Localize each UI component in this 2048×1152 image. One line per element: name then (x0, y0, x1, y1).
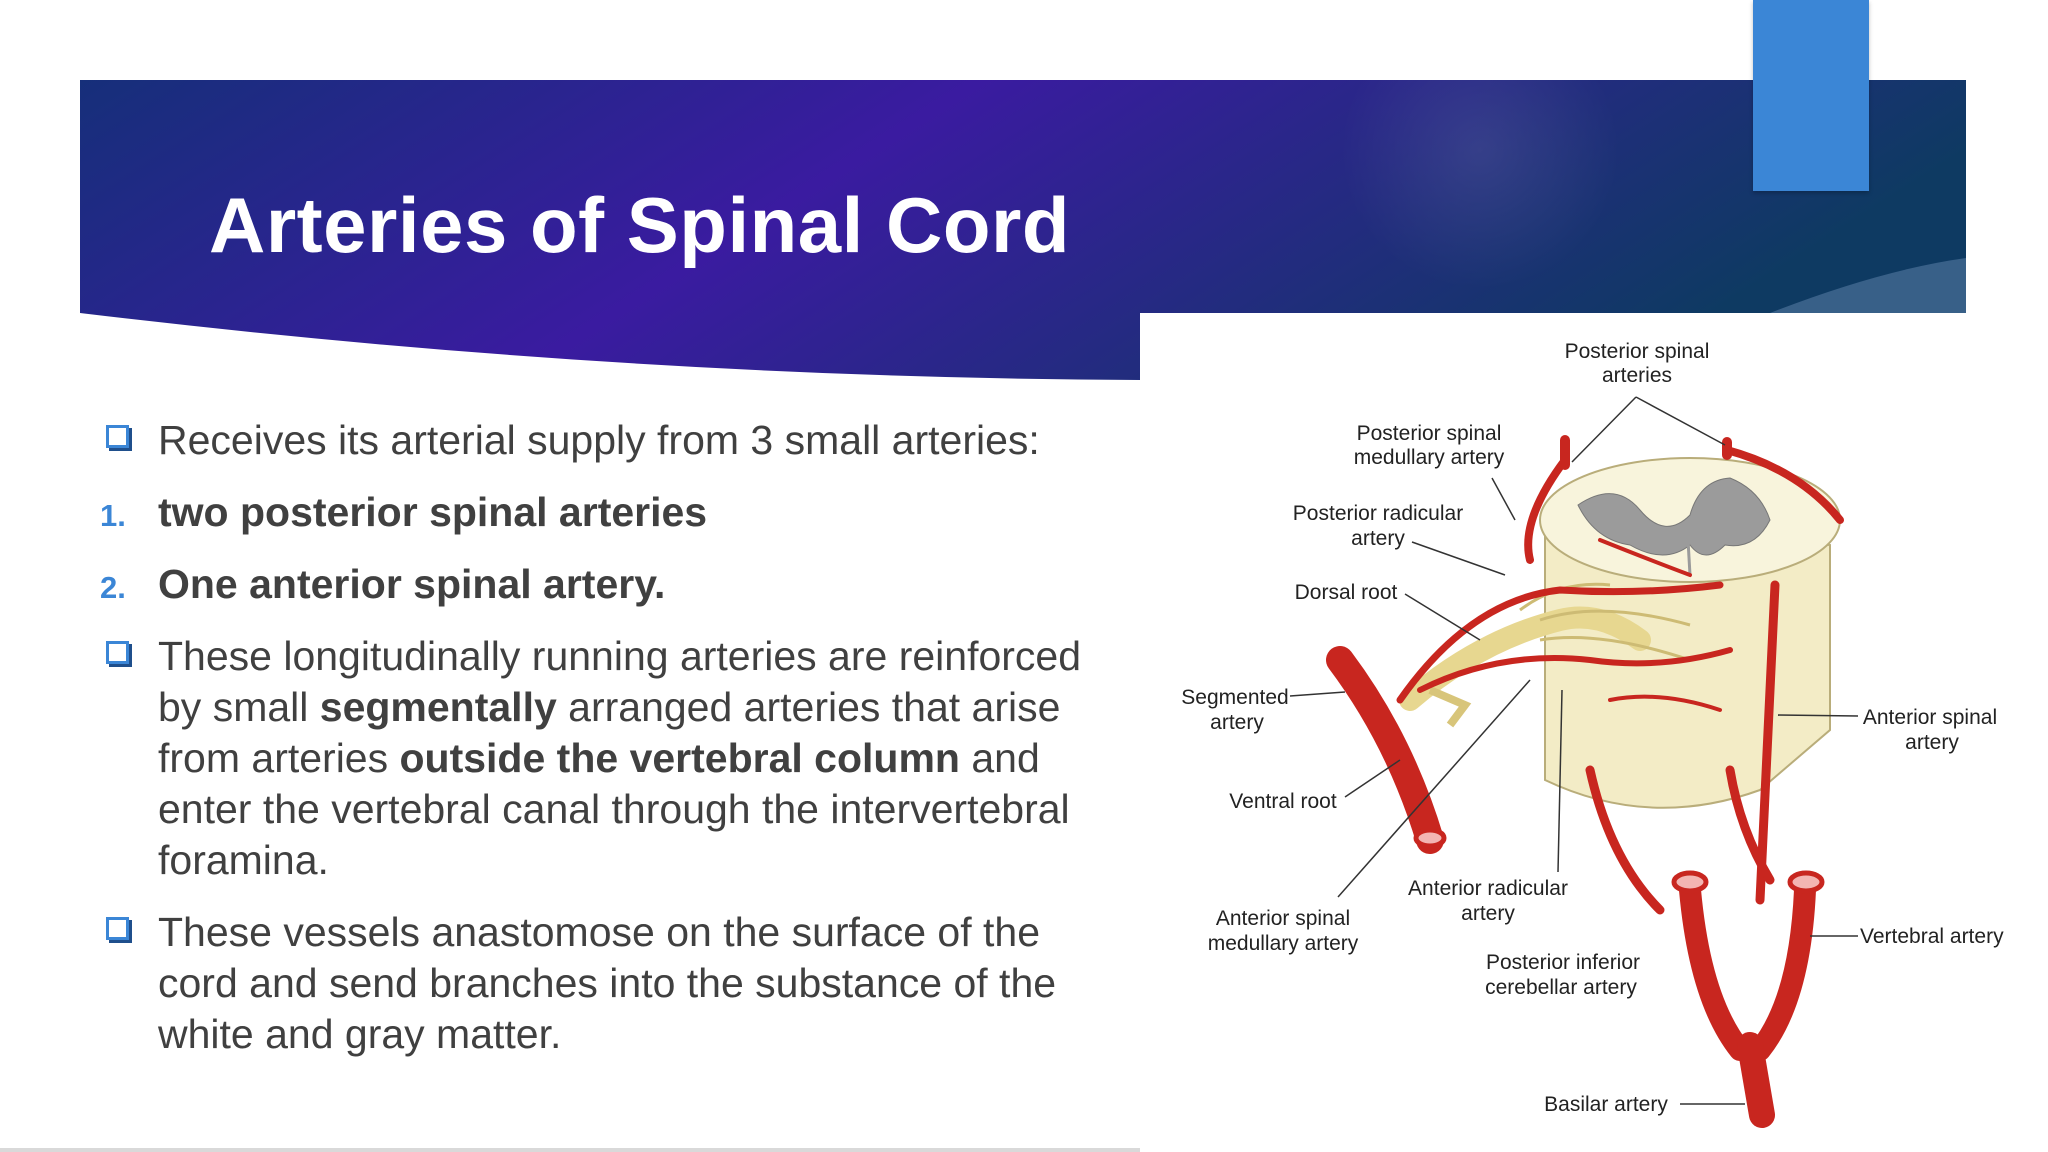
arteries (1326, 435, 1844, 1128)
leader-lines (1289, 396, 1859, 1105)
list-item-1: 1. two posterior spinal arteries (100, 487, 1130, 538)
list-item-1-text: two posterior spinal arteries (158, 489, 708, 535)
para2-text-2: arranged arteries that arise from arteri… (158, 684, 1061, 781)
vertebral-artery-right (1749, 879, 1816, 1061)
vertebral-artery-left (1679, 879, 1751, 1061)
label-ventral-root: Ventral root (1229, 790, 1337, 813)
accent-tab (1753, 0, 1869, 191)
para2-bold-segmentally: segmentally (319, 684, 557, 730)
bottom-rule (0, 1148, 1140, 1152)
list-item-2: 2. One anterior spinal artery. (100, 559, 1130, 610)
anterior-radicular-artery (1417, 647, 1733, 693)
label-posterior-radicular-2: artery (1351, 527, 1405, 550)
posterior-radicular-artery (1396, 581, 1724, 704)
label-pica-2: cerebellar artery (1485, 976, 1637, 999)
label-posterior-spinal-medullary-1: Posterior spinal (1357, 422, 1502, 445)
basilar-artery (1737, 1032, 1775, 1128)
spinal-cord-artery-diagram: Posterior spinal arteries Posterior spin… (1181, 340, 2004, 1128)
posterior-spinal-artery-right (1723, 446, 1844, 524)
list-item-2-text: One anterior spinal artery. (158, 561, 666, 607)
label-dorsal-root: Dorsal root (1295, 581, 1398, 604)
label-anterior-spinal-medullary-2: medullary artery (1208, 932, 1359, 955)
bullet-anastomose-text: These vessels anastomose on the surface … (158, 909, 1057, 1057)
slide-content: Receives its arterial supply from 3 smal… (100, 415, 1130, 1060)
square-bullet-icon (106, 641, 129, 664)
bullet-intro: Receives its arterial supply from 3 smal… (100, 415, 1130, 466)
label-anterior-radicular-1: Anterior radicular (1408, 877, 1568, 900)
label-segmented-artery-1: Segmented (1181, 686, 1288, 709)
para2-text-1: These longitudinally running arteries ar… (158, 633, 1082, 730)
para2-bold-outside-column: outside the vertebral column (399, 735, 960, 781)
label-vertebral-artery: Vertebral artery (1860, 925, 2004, 948)
label-anterior-spinal-artery-2: artery (1905, 731, 1959, 754)
label-pica-1: Posterior inferior (1486, 951, 1640, 974)
list-number-2: 2. (100, 570, 126, 605)
square-bullet-icon (106, 917, 129, 940)
label-posterior-spinal-medullary-2: medullary artery (1354, 446, 1505, 469)
slide-title: Arteries of Spinal Cord (209, 181, 1070, 269)
bullet-anastomose: These vessels anastomose on the surface … (100, 907, 1130, 1060)
diagram-labels: Posterior spinal arteries Posterior spin… (1181, 340, 2004, 1116)
para2-text-3: and enter the vertebral canal through th… (158, 735, 1070, 883)
label-posterior-spinal-arteries-1: Posterior spinal (1565, 340, 1710, 363)
bullet-intro-text: Receives its arterial supply from 3 smal… (158, 417, 1040, 463)
bullet-reinforcement: These longitudinally running arteries ar… (100, 631, 1130, 886)
list-number-1: 1. (100, 498, 126, 533)
label-posterior-spinal-arteries-2: arteries (1602, 364, 1672, 387)
title-banner (80, 10, 1966, 380)
label-segmented-artery-2: artery (1210, 711, 1264, 734)
segmented-artery (1326, 646, 1444, 854)
label-posterior-radicular-1: Posterior radicular (1293, 502, 1463, 525)
nerve-roots (1399, 582, 1691, 728)
label-anterior-spinal-medullary-1: Anterior spinal (1216, 907, 1350, 930)
anterior-spinal-artery (1755, 580, 1780, 905)
label-basilar-artery: Basilar artery (1544, 1093, 1668, 1116)
label-anterior-radicular-2: artery (1461, 902, 1515, 925)
label-anterior-spinal-artery-1: Anterior spinal (1863, 706, 1997, 729)
posterior-spinal-artery-left (1524, 456, 1569, 564)
square-bullet-icon (106, 425, 129, 448)
pica-left (1585, 765, 1665, 915)
pica-right (1725, 765, 1775, 885)
spinal-cord-segment (1539, 457, 1841, 809)
